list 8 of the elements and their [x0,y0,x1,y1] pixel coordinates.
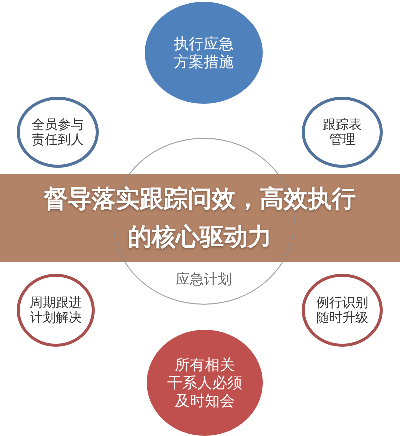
step-label: 例行识别随时升级 [316,296,368,326]
step-label: 全员参与责任到人 [32,118,84,148]
title: 督导落实跟踪问效，高效执行的核心驱动力 [44,184,356,253]
step-label: 周期跟进计划解决 [30,296,82,326]
step-label: 执行应急方案措施 [174,35,234,71]
step-label: 所有相关干系人必须及时知会 [168,356,242,410]
center-label: 应急计划 [176,272,232,288]
step-label: 跟踪表管理 [323,118,362,148]
